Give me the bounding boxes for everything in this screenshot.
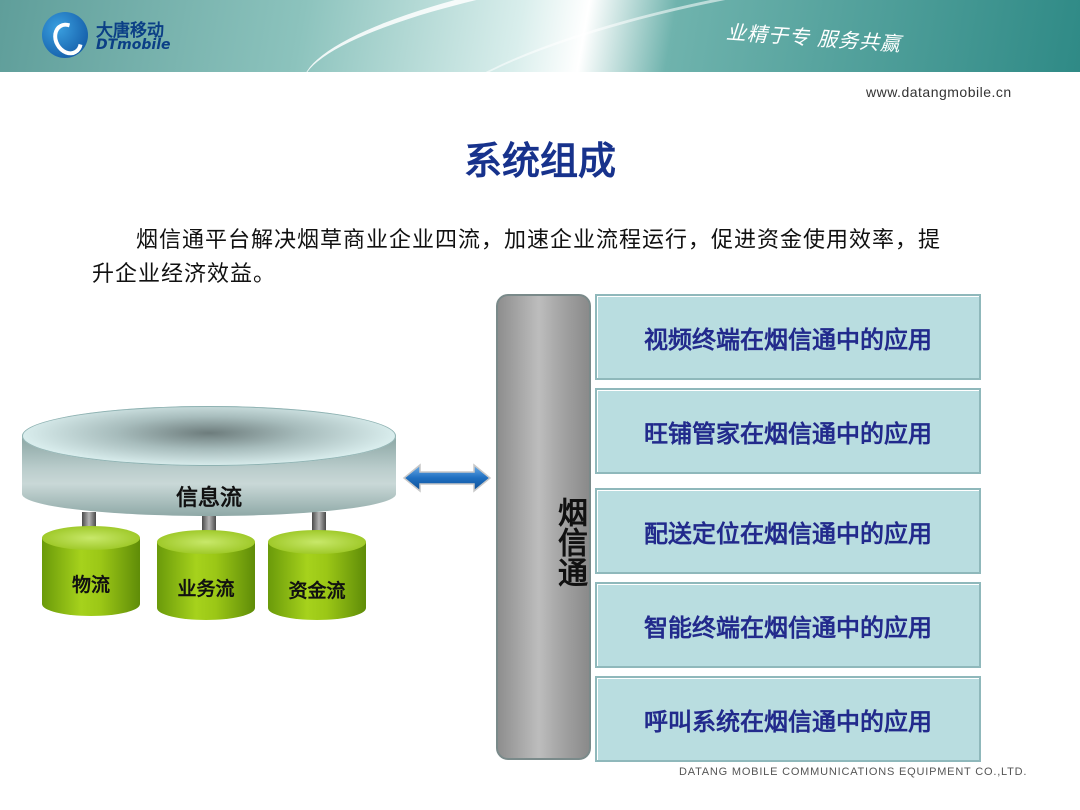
page-title: 系统组成 [463,139,616,183]
footer-company: DATANG MOBILE COMMUNICATIONS EQUIPMENT C… [679,766,1028,778]
cylinder-label: 资金流 [288,580,346,602]
cylinder-label: 物流 [71,574,110,596]
application-label: 旺铺管家在烟信通中的应用 [644,419,932,448]
logo-chinese-name: 大唐移动 [96,21,164,41]
application-label: 配送定位在烟信通中的应用 [644,519,932,548]
application-label: 智能终端在烟信通中的应用 [644,613,932,642]
application-box: 智能终端在烟信通中的应用 [595,582,981,668]
platform-label: 烟信通 [552,497,587,587]
intro-paragraph: 烟信通平台解决烟草商业企业四流，加速企业流程运行，促进资金使用效率，提升企业经济… [92,228,942,287]
disk-top [22,406,396,466]
logo-mark-icon [42,12,89,61]
info-flow-label: 信息流 [175,486,242,511]
flow-cylinder: 业务流 [157,530,255,622]
flow-cylinder: 物流 [42,526,140,618]
cylinder-label: 业务流 [177,578,235,600]
logo-english-name: DTmobile [96,37,171,53]
application-label: 呼叫系统在烟信通中的应用 [644,707,932,736]
application-box: 视频终端在烟信通中的应用 [595,294,981,380]
website-url: www.datangmobile.cn [866,84,1012,100]
application-box: 呼叫系统在烟信通中的应用 [595,676,981,762]
info-flow-disk: 信息流 [22,406,396,518]
header-banner [0,0,1080,72]
application-box: 旺铺管家在烟信通中的应用 [595,388,981,474]
company-logo: 大唐移动 DTmobile [42,12,222,61]
flow-cylinder: 资金流 [268,530,366,622]
application-label: 视频终端在烟信通中的应用 [644,325,932,354]
platform-bar: 烟信通 [496,294,591,760]
application-box: 配送定位在烟信通中的应用 [595,488,981,574]
double-arrow-icon [402,463,492,493]
